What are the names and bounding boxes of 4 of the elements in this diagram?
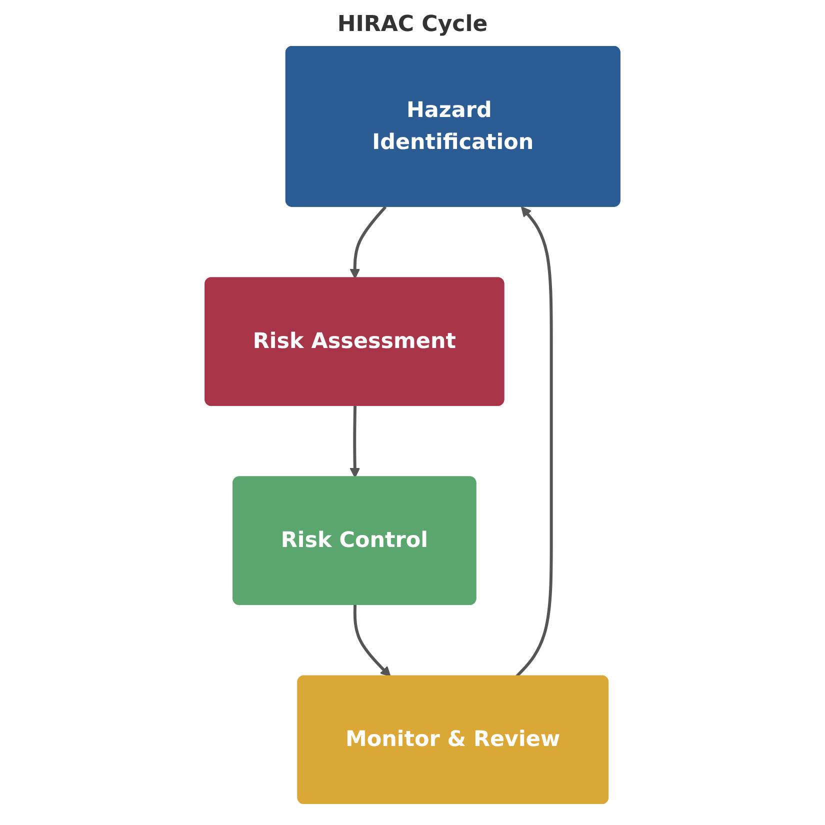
arrow xyxy=(350,406,360,478)
arrow xyxy=(350,206,387,279)
center-label: HIRAC Cycle xyxy=(337,12,488,37)
arrow xyxy=(353,604,391,677)
